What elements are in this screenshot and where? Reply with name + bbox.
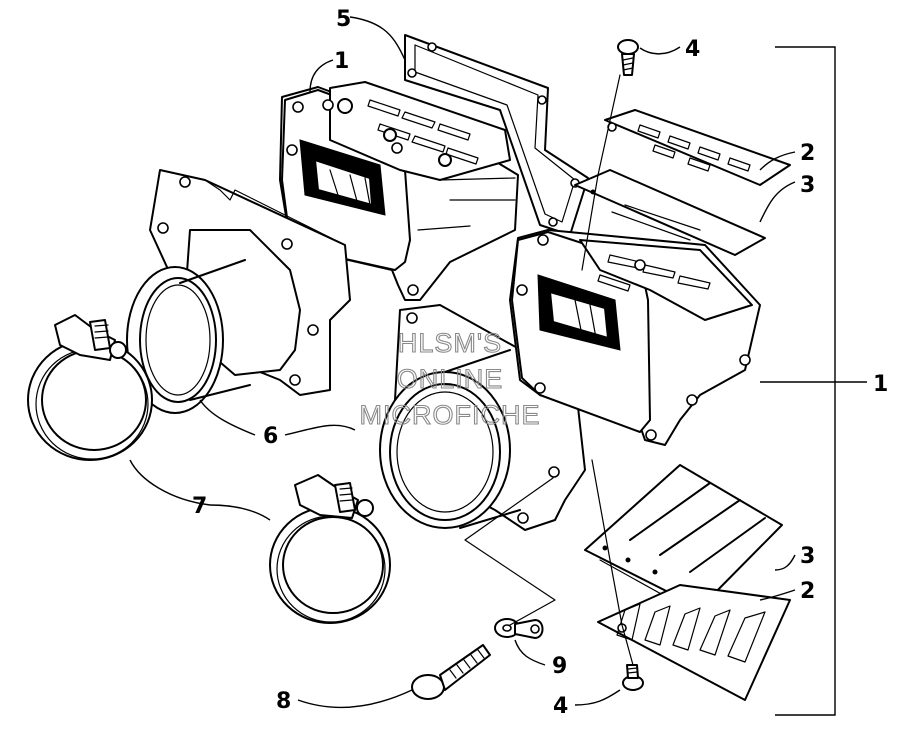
callout-3-bottom: 3 bbox=[800, 544, 815, 569]
watermark: HLSM'S ONLINE MICROFICHE bbox=[359, 327, 541, 430]
reed-stop-upper-part-2 bbox=[604, 109, 791, 186]
assembly-phantom-lines bbox=[464, 74, 634, 666]
bolt-part-8 bbox=[411, 644, 491, 700]
watermark-line-3: MICROFICHE bbox=[360, 400, 541, 430]
screw-part-4-top bbox=[617, 39, 639, 76]
intake-flange-right bbox=[379, 304, 586, 531]
callout-1-right: 1 bbox=[873, 372, 888, 397]
callout-3-top: 3 bbox=[800, 173, 815, 198]
assembly-bracket bbox=[775, 46, 836, 716]
leader-lines bbox=[129, 16, 867, 709]
reed-valve-assembly-right bbox=[509, 229, 761, 446]
intake-flange-left bbox=[126, 169, 351, 414]
reed-stop-lower-part-2 bbox=[597, 584, 791, 701]
hose-clamp-left-part-7 bbox=[27, 314, 153, 461]
watermark-line-1: HLSM'S bbox=[398, 328, 502, 358]
callout-9: 9 bbox=[552, 654, 567, 679]
hose-clamp-right-part-7 bbox=[269, 474, 391, 624]
watermark-line-2: ONLINE bbox=[397, 364, 504, 394]
washer-part-9 bbox=[494, 618, 544, 639]
callout-labels: 5 1 4 2 3 1 6 7 3 2 9 8 4 bbox=[192, 7, 888, 719]
callout-4-top: 4 bbox=[685, 37, 700, 62]
callout-6: 6 bbox=[263, 424, 278, 449]
screw-part-4-bottom bbox=[622, 664, 644, 691]
callout-1-top: 1 bbox=[334, 49, 349, 74]
callout-2-bottom: 2 bbox=[800, 579, 815, 604]
callout-7: 7 bbox=[192, 494, 207, 519]
callout-2-top: 2 bbox=[800, 141, 815, 166]
callout-4-bottom: 4 bbox=[553, 694, 568, 719]
callout-8: 8 bbox=[276, 689, 291, 714]
callout-5: 5 bbox=[336, 7, 351, 32]
